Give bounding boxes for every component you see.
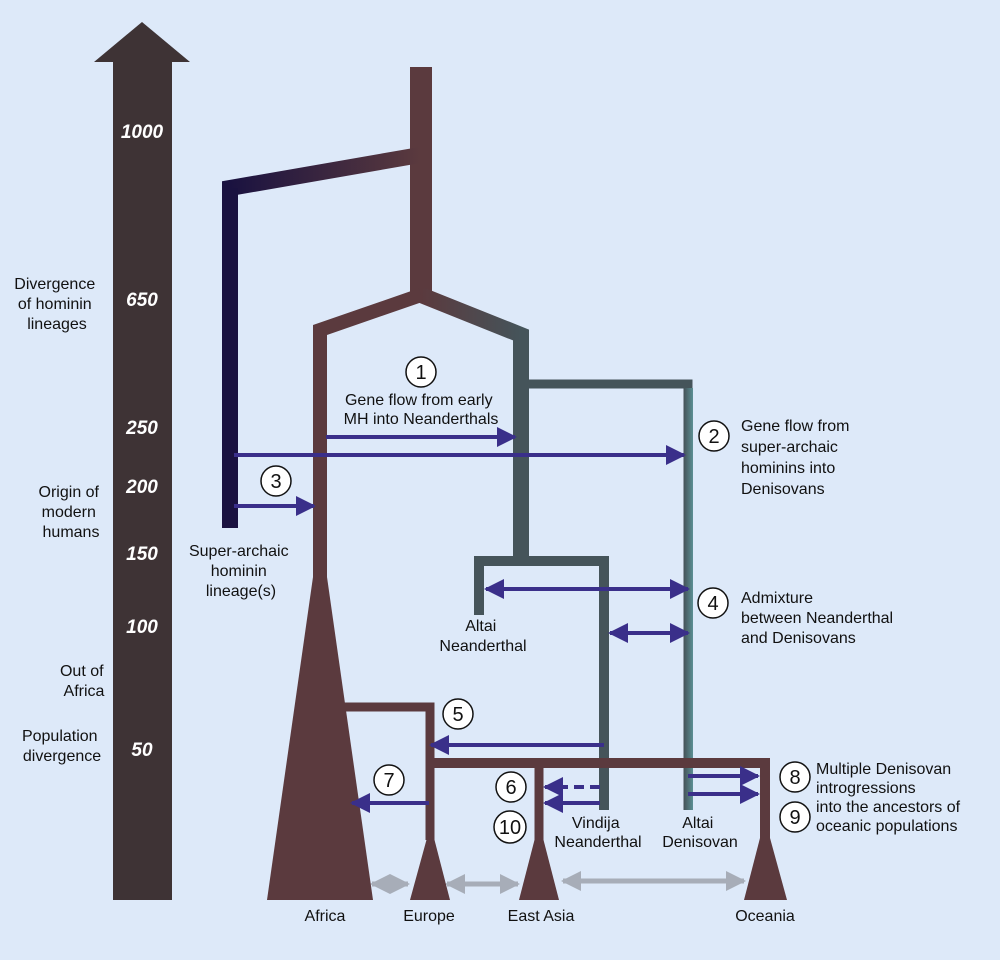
root-trunk — [410, 67, 432, 302]
axis-tick: 1000 — [121, 122, 164, 143]
time-axis-arrow — [94, 22, 190, 900]
oceania-population-cone — [744, 838, 787, 900]
flow-2-description: Gene flow from super-archaic hominins in… — [741, 418, 854, 498]
lineage-tree — [222, 67, 787, 900]
population-label-europe: Europe — [403, 908, 455, 925]
population-divergence-bar — [430, 758, 770, 768]
badge-8: 8 — [779, 761, 811, 793]
neanderthal-split — [474, 556, 609, 810]
svg-text:4: 4 — [707, 593, 718, 615]
lineage-labels: Super-archaic hominin lineage(s) Altai N… — [189, 543, 738, 851]
badge-5: 5 — [442, 698, 474, 730]
svg-text:6: 6 — [505, 777, 516, 799]
population-label-oceania: Oceania — [735, 908, 795, 925]
svg-text:1: 1 — [415, 362, 426, 384]
out-of-africa-label: Out of Africa — [60, 663, 108, 700]
svg-text:2: 2 — [708, 426, 719, 448]
svg-text:7: 7 — [383, 770, 394, 792]
badge-6: 6 — [495, 771, 527, 803]
out-of-africa-branch — [343, 702, 435, 840]
axis-tick: 200 — [125, 477, 158, 498]
badge-4: 4 — [697, 587, 729, 619]
africa-population-cone — [267, 570, 373, 900]
svg-text:8: 8 — [789, 767, 800, 789]
badge-3: 3 — [260, 465, 292, 497]
svg-text:9: 9 — [789, 807, 800, 829]
flow-1-description: Gene flow from early MH into Neanderthal… — [344, 392, 499, 428]
vindija-neanderthal-label: Vindija Neanderthal — [554, 815, 641, 851]
population-divergence-label: Population divergence — [22, 728, 102, 765]
event-labels: Divergence of hominin lineages Origin of… — [14, 276, 108, 765]
denisovan-lineage — [684, 388, 693, 810]
population-label-east-asia: East Asia — [508, 908, 575, 925]
super-archaic-label: Super-archaic hominin lineage(s) — [189, 543, 293, 600]
svg-text:10: 10 — [499, 817, 521, 839]
flow-descriptions: Gene flow from early MH into Neanderthal… — [344, 392, 965, 835]
divergence-label: Divergence of hominin lineages — [14, 276, 99, 333]
axis-tick: 50 — [131, 740, 153, 761]
population-labels: Africa Europe East Asia Oceania — [305, 908, 795, 925]
badge-9: 9 — [779, 801, 811, 833]
badge-2: 2 — [698, 420, 730, 452]
modern-human-branch — [313, 288, 424, 580]
flow-8-9-description: Multiple Denisovan introgressions into t… — [816, 761, 965, 835]
flow-number-badges: 1 2 3 4 5 6 7 8 — [260, 356, 811, 844]
axis-tick: 100 — [126, 617, 158, 638]
axis-tick: 150 — [126, 544, 158, 565]
gene-flow-arrows — [234, 427, 760, 813]
badge-1: 1 — [405, 356, 437, 388]
badge-7: 7 — [373, 764, 405, 796]
population-label-africa: Africa — [305, 908, 346, 925]
axis-tick: 250 — [125, 418, 158, 439]
altai-denisovan-label: Altai Denisovan — [662, 815, 738, 851]
origin-label: Origin of modern humans — [39, 484, 104, 541]
east-asia-population-cone — [519, 838, 559, 900]
migration-arrows — [370, 871, 746, 894]
axis-tick-labels: 1000 650 250 200 150 100 50 — [121, 122, 164, 761]
badge-10: 10 — [493, 810, 527, 844]
altai-neanderthal-label: Altai Neanderthal — [439, 618, 526, 655]
svg-text:5: 5 — [452, 704, 463, 726]
axis-tick: 650 — [126, 290, 158, 311]
svg-text:3: 3 — [270, 471, 281, 493]
flow-4-description: Admixture between Neanderthal and Deniso… — [741, 590, 898, 647]
europe-population-cone — [410, 838, 450, 900]
